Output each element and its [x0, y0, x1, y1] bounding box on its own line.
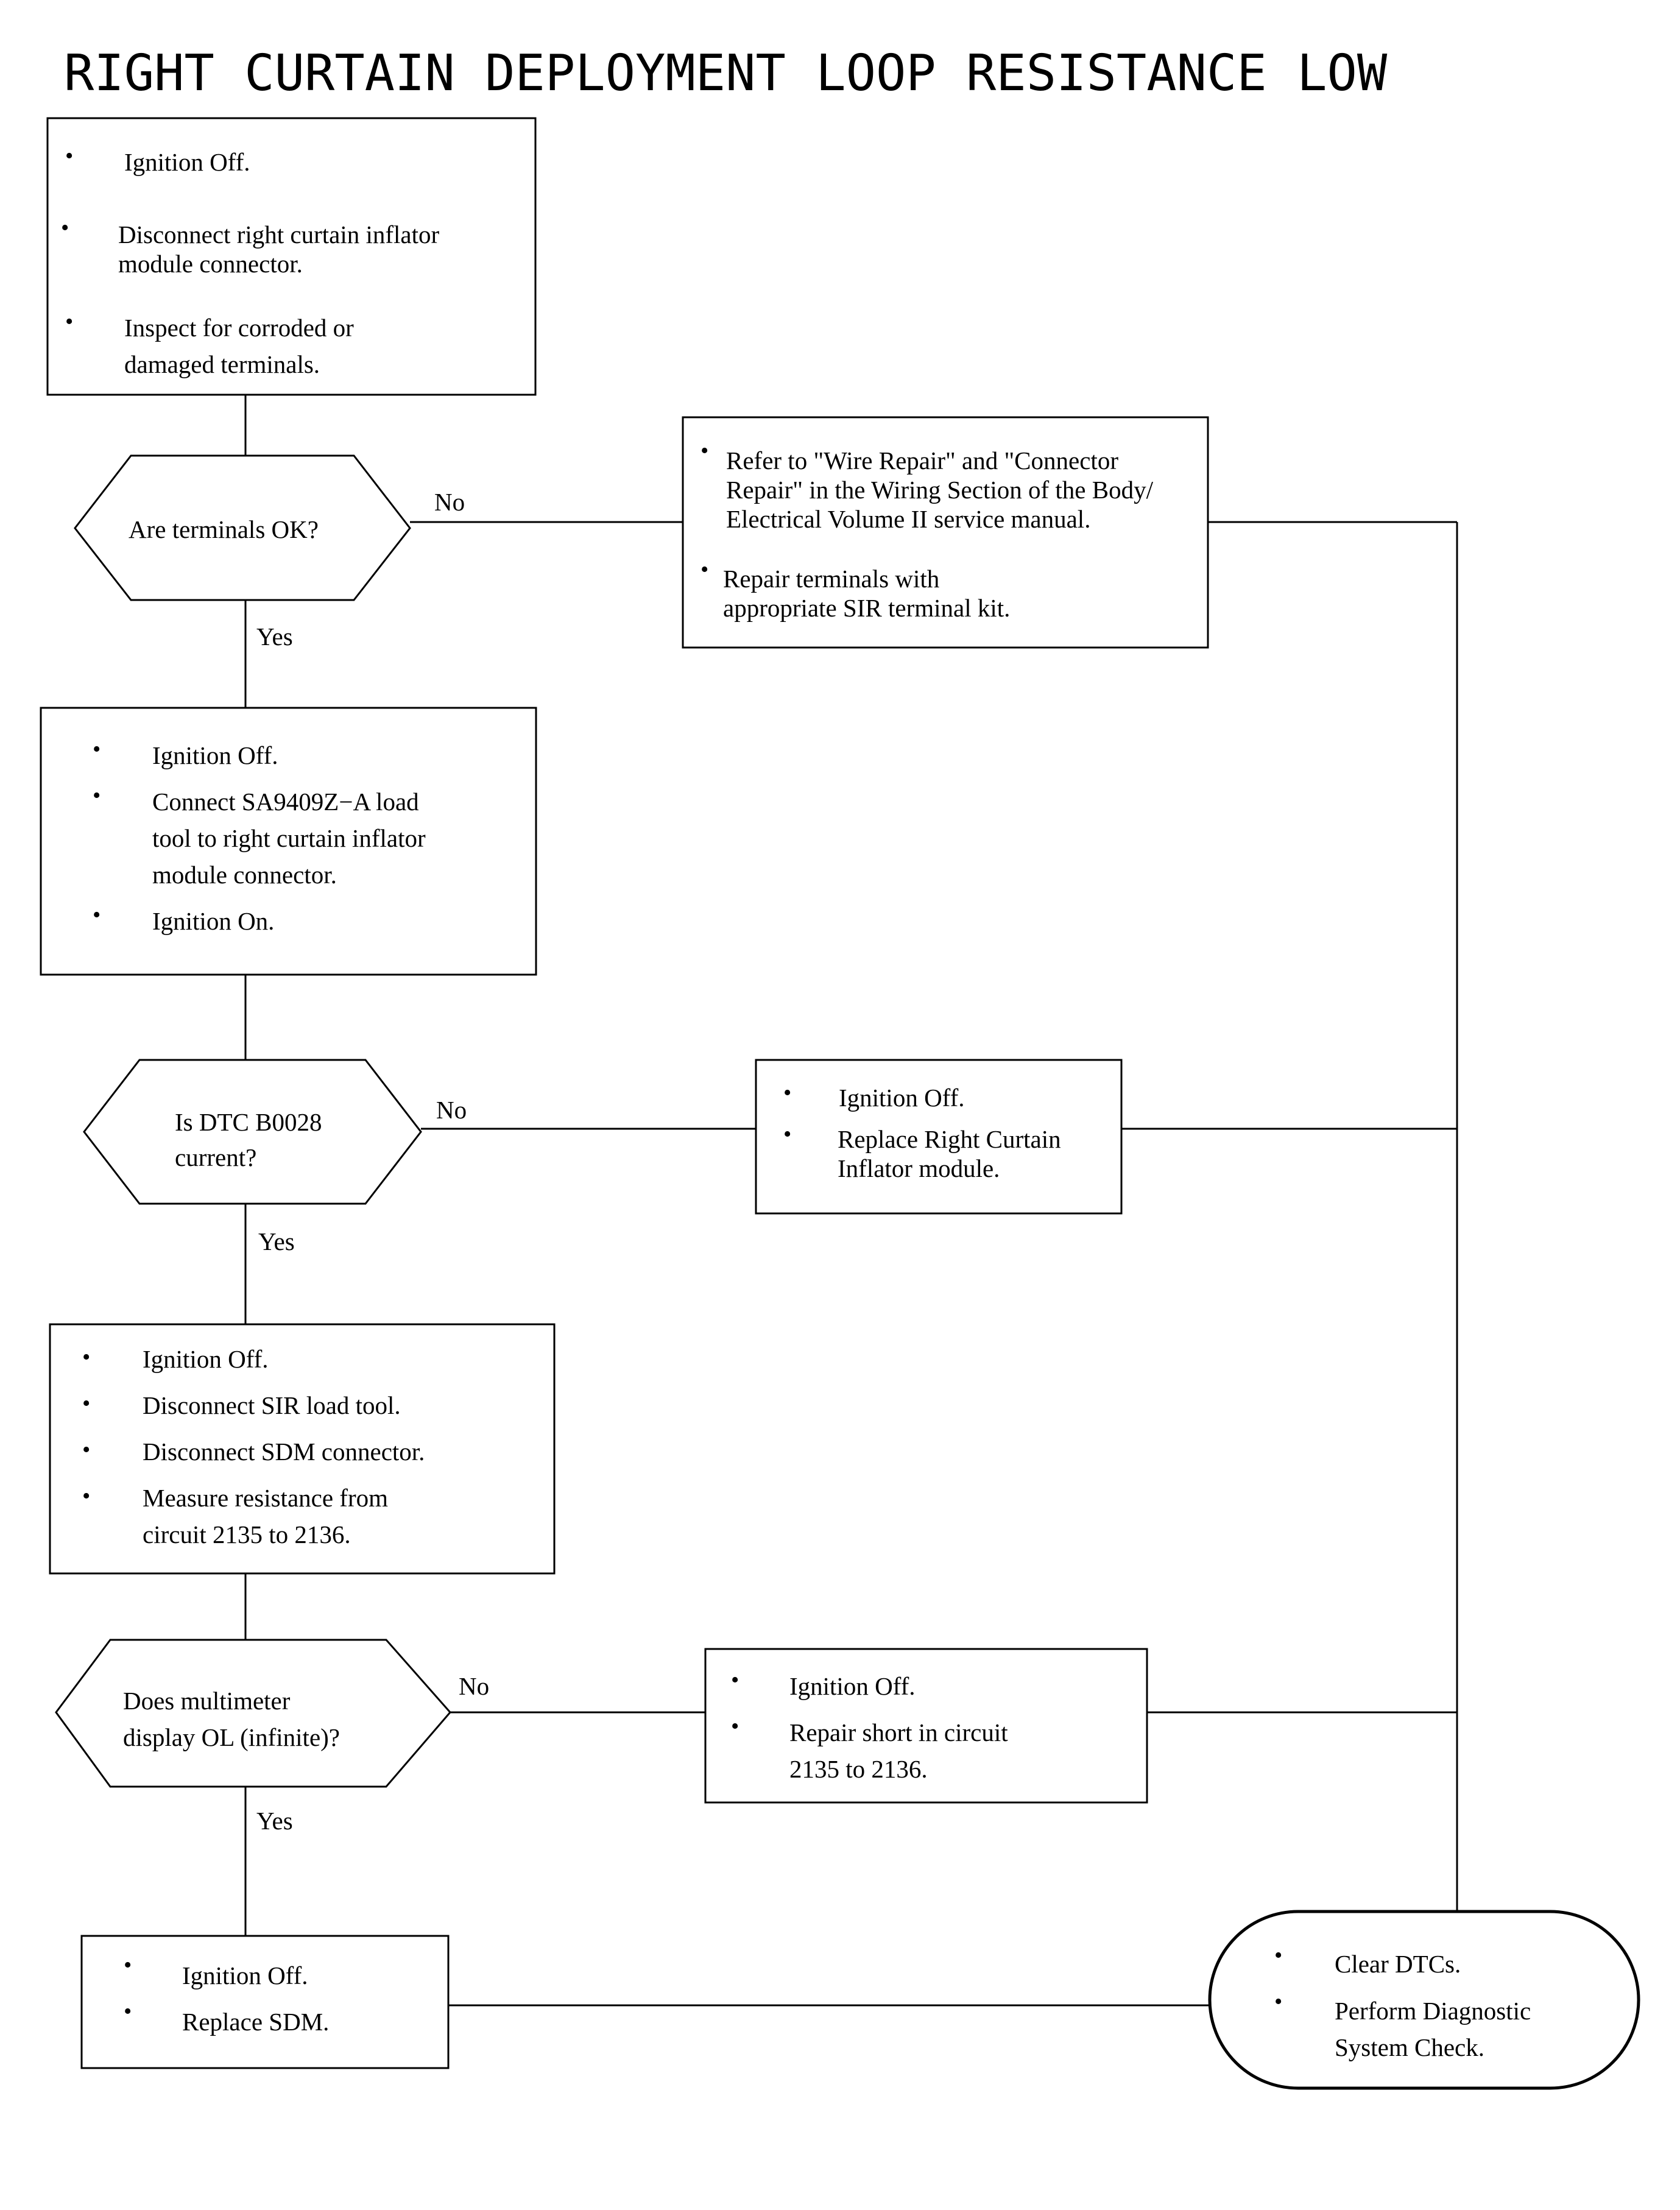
label-yes-d3: Yes — [256, 1807, 293, 1835]
step3-line: Disconnect SIR load tool. — [143, 1391, 401, 1419]
repair2-line: Inflator module. — [838, 1154, 1000, 1182]
decision1-text: Are terminals OK? — [129, 515, 319, 543]
bullet: • — [93, 783, 101, 808]
end-terminal: • Clear DTCs. • Perform Diagnostic Syste… — [1208, 1910, 1640, 2090]
bullet: • — [1274, 1989, 1282, 2014]
repair3-line: 2135 to 2136. — [789, 1755, 928, 1783]
step2-line: Ignition On. — [152, 907, 274, 935]
step2-box: • Ignition Off. • Connect SA9409Z−A load… — [40, 707, 537, 976]
decision3-text: Does multimeter — [123, 1687, 291, 1715]
step1-line: module connector. — [118, 250, 303, 278]
bullet: • — [731, 1667, 739, 1693]
bullet: • — [783, 1121, 791, 1147]
step1-line: damaged terminals. — [124, 350, 320, 378]
step4-line: Ignition Off. — [182, 1961, 308, 1989]
step3-line: Disconnect SDM connector. — [143, 1438, 425, 1466]
bullet: • — [82, 1391, 90, 1416]
label-no-d1: No — [434, 488, 465, 516]
bullet: • — [82, 1483, 90, 1509]
repair3-line: Ignition Off. — [789, 1672, 916, 1700]
end-line: Clear DTCs. — [1335, 1950, 1461, 1978]
decision2-text: current? — [175, 1143, 256, 1171]
bullet: • — [701, 438, 708, 464]
repair3-line: Repair short in circuit — [789, 1718, 1008, 1746]
step2-line: module connector. — [152, 861, 337, 889]
step2-line: tool to right curtain inflator — [152, 824, 426, 852]
page-title: RIGHT CURTAIN DEPLOYMENT LOOP RESISTANCE… — [64, 44, 1388, 102]
bullet: • — [731, 1714, 739, 1739]
step1-line: Ignition Off. — [124, 148, 250, 176]
bullet: • — [65, 309, 73, 334]
bullet: • — [701, 557, 708, 582]
repair2-line: Replace Right Curtain — [838, 1125, 1061, 1153]
repair1-line: appropriate SIR terminal kit. — [723, 594, 1010, 622]
step3-frame — [49, 1323, 556, 1575]
step1-line: Inspect for corroded or — [124, 314, 354, 342]
decision1-hexagon: Are terminals OK? — [74, 454, 411, 601]
repair3-frame — [704, 1648, 1148, 1804]
step4-frame — [80, 1935, 450, 2069]
repair1-line: Repair terminals with — [723, 565, 939, 593]
step1-line: Disconnect right curtain inflator — [118, 221, 439, 249]
bullet: • — [61, 215, 69, 241]
bullet: • — [1274, 1943, 1282, 1968]
bullet: • — [783, 1080, 791, 1106]
label-yes-d2: Yes — [258, 1227, 295, 1255]
repair3-box: • Ignition Off. • Repair short in circui… — [704, 1648, 1148, 1804]
bullet: • — [65, 143, 73, 169]
label-no-d2: No — [436, 1096, 467, 1124]
decision3-frame — [55, 1639, 451, 1788]
repair1-frame — [682, 416, 1209, 649]
bullet: • — [124, 1999, 132, 2024]
repair1-line: Electrical Volume II service manual. — [726, 505, 1090, 533]
step2-line: Ignition Off. — [152, 741, 278, 769]
decision3-text: display OL (infinite)? — [123, 1723, 340, 1751]
label-yes-d1: Yes — [256, 623, 293, 651]
bullet: • — [82, 1437, 90, 1463]
decision2-hexagon: Is DTC B0028 current? — [83, 1059, 422, 1205]
step3-line: Ignition Off. — [143, 1345, 269, 1373]
repair1-line: Refer to "Wire Repair" and "Connector — [726, 447, 1118, 475]
repair2-line: Ignition Off. — [839, 1084, 965, 1112]
label-no-d3: No — [459, 1672, 489, 1700]
repair1-box: • Refer to "Wire Repair" and "Connector … — [682, 416, 1209, 649]
step3-box: • Ignition Off. • Disconnect SIR load to… — [49, 1323, 556, 1575]
step2-frame — [40, 707, 537, 976]
decision2-text: Is DTC B0028 — [175, 1108, 322, 1136]
step1-box: • Ignition Off. • Disconnect right curta… — [46, 117, 537, 396]
step4-box: • Ignition Off. • Replace SDM. — [80, 1935, 450, 2069]
decision1-frame — [74, 454, 411, 601]
repair2-frame — [755, 1059, 1123, 1215]
bullet: • — [93, 736, 101, 762]
connector-lines — [244, 395, 1458, 2007]
step3-line: Measure resistance from — [143, 1484, 388, 1512]
bullet: • — [82, 1344, 90, 1370]
decision2-frame — [83, 1059, 422, 1205]
repair1-line: Repair" in the Wiring Section of the Bod… — [726, 476, 1154, 504]
bullet: • — [93, 902, 101, 928]
step4-line: Replace SDM. — [182, 2008, 329, 2036]
end-line: System Check. — [1335, 2033, 1484, 2061]
end-line: Perform Diagnostic — [1335, 1997, 1531, 2025]
decision3-hexagon: Does multimeter display OL (infinite)? — [55, 1639, 451, 1788]
repair2-box: • Ignition Off. • Replace Right Curtain … — [755, 1059, 1123, 1215]
step3-line: circuit 2135 to 2136. — [143, 1520, 351, 1548]
bullet: • — [124, 1952, 132, 1978]
step1-frame — [46, 117, 537, 396]
end-terminal-frame — [1208, 1910, 1640, 2090]
step2-line: Connect SA9409Z−A load — [152, 788, 419, 816]
